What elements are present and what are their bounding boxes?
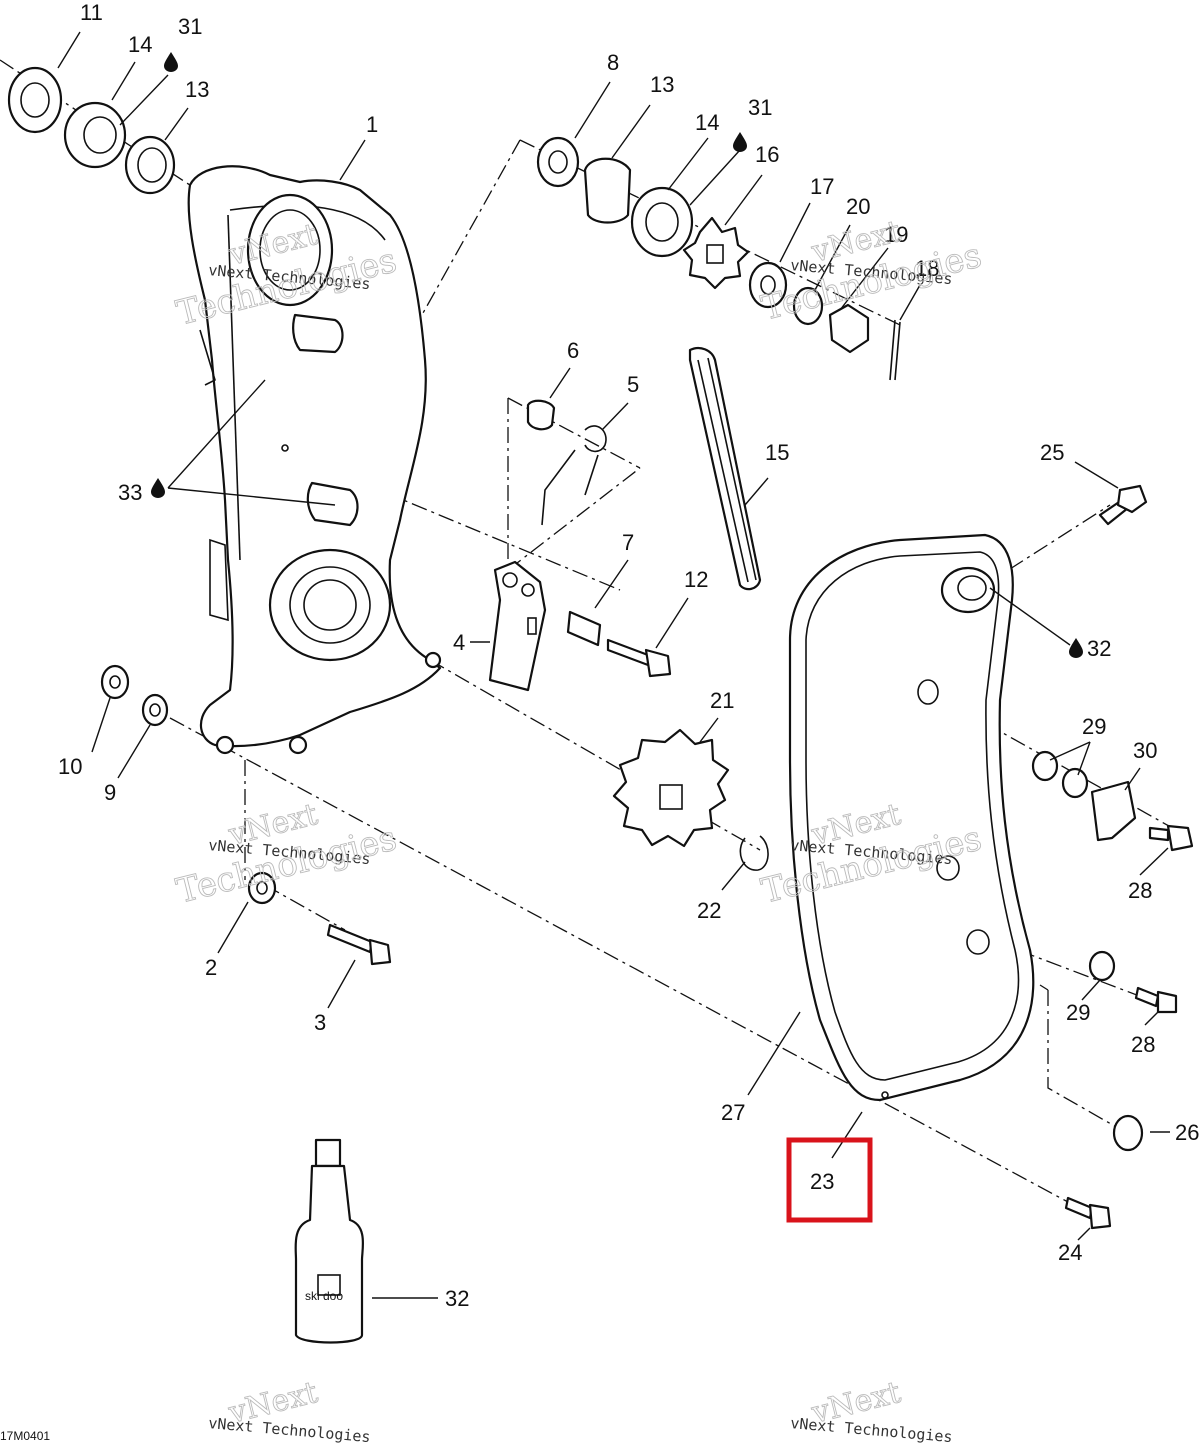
callout-16: 16 <box>755 142 779 167</box>
assembly-axes <box>0 59 1186 1223</box>
lower-sprocket <box>612 728 769 871</box>
highlight-box-part-23 <box>786 1137 873 1223</box>
callout-31: 31 <box>748 95 772 120</box>
leader-lines <box>57 31 1170 1299</box>
callout-1: 1 <box>366 112 378 137</box>
oil-drop-icon <box>164 52 178 72</box>
callout-21: 21 <box>710 688 734 713</box>
svg-text:vNext Technologies: vNext Technologies <box>790 1414 954 1443</box>
callout-28: 28 <box>1131 1032 1155 1057</box>
left-fasteners <box>100 664 392 966</box>
callout-18: 18 <box>915 256 939 281</box>
callout-20: 20 <box>846 194 870 219</box>
callout-3: 3 <box>314 1010 326 1035</box>
callout-17: 17 <box>810 174 834 199</box>
callout-13: 13 <box>185 77 209 102</box>
oil-drop-icon <box>733 132 747 152</box>
drive-chain <box>688 346 762 591</box>
callout-27: 27 <box>721 1100 745 1125</box>
callout-31: 31 <box>178 14 202 39</box>
drawing-code: 17M0401 <box>0 1429 50 1443</box>
callout-19: 19 <box>884 222 908 247</box>
right-fasteners <box>1031 484 1194 1230</box>
callout-28: 28 <box>1128 878 1152 903</box>
chaincase-housing <box>187 165 442 755</box>
callout-13: 13 <box>650 72 674 97</box>
callout-5: 5 <box>627 372 639 397</box>
callout-6: 6 <box>567 338 579 363</box>
lubricant-bottle: ski doo <box>294 1138 365 1344</box>
callout-9: 9 <box>104 780 116 805</box>
callout-32: 32 <box>1087 636 1111 661</box>
callout-29: 29 <box>1082 714 1106 739</box>
callout-12: 12 <box>684 567 708 592</box>
callout-11: 11 <box>80 0 103 25</box>
callout-labels: 11 14 31 13 1 8 13 14 31 16 17 20 19 18 … <box>58 0 1199 1311</box>
callout-29: 29 <box>1066 1000 1090 1025</box>
callout-10: 10 <box>58 754 82 779</box>
chaincase-cover <box>788 533 1035 1102</box>
upper-right-shaft-parts <box>536 136 901 381</box>
tensioner-parts <box>488 399 672 692</box>
upper-left-bearings <box>7 66 176 195</box>
callout-15: 15 <box>765 440 789 465</box>
callout-22: 22 <box>697 898 721 923</box>
callout-7: 7 <box>622 530 634 555</box>
callout-2: 2 <box>205 955 217 980</box>
svg-text:vNext Technologies: vNext Technologies <box>208 1414 372 1443</box>
callout-14: 14 <box>128 32 152 57</box>
callout-30: 30 <box>1133 738 1157 763</box>
callout-14: 14 <box>695 110 719 135</box>
callout-23: 23 <box>810 1169 834 1194</box>
callout-25: 25 <box>1040 440 1064 465</box>
callout-8: 8 <box>607 50 619 75</box>
callout-26: 26 <box>1175 1120 1199 1145</box>
callout-33: 33 <box>118 480 142 505</box>
oil-drop-icon <box>1069 638 1083 658</box>
bottle-label: ski doo <box>305 1289 343 1303</box>
callout-24: 24 <box>1058 1240 1082 1265</box>
callout-32: 32 <box>445 1286 469 1311</box>
oil-drop-icon <box>151 478 165 498</box>
callout-4: 4 <box>453 630 465 655</box>
